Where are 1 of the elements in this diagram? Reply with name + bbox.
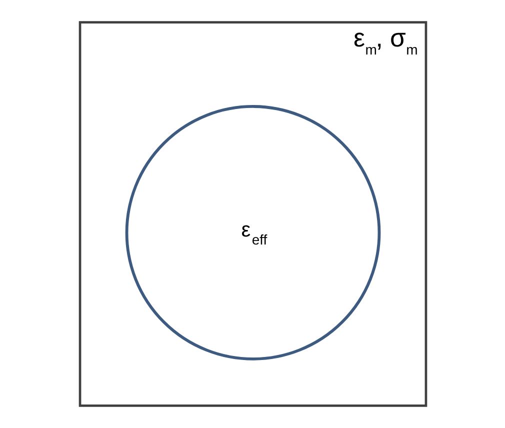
node-circle: ε$_{eff}$ — [124, 105, 380, 360]
